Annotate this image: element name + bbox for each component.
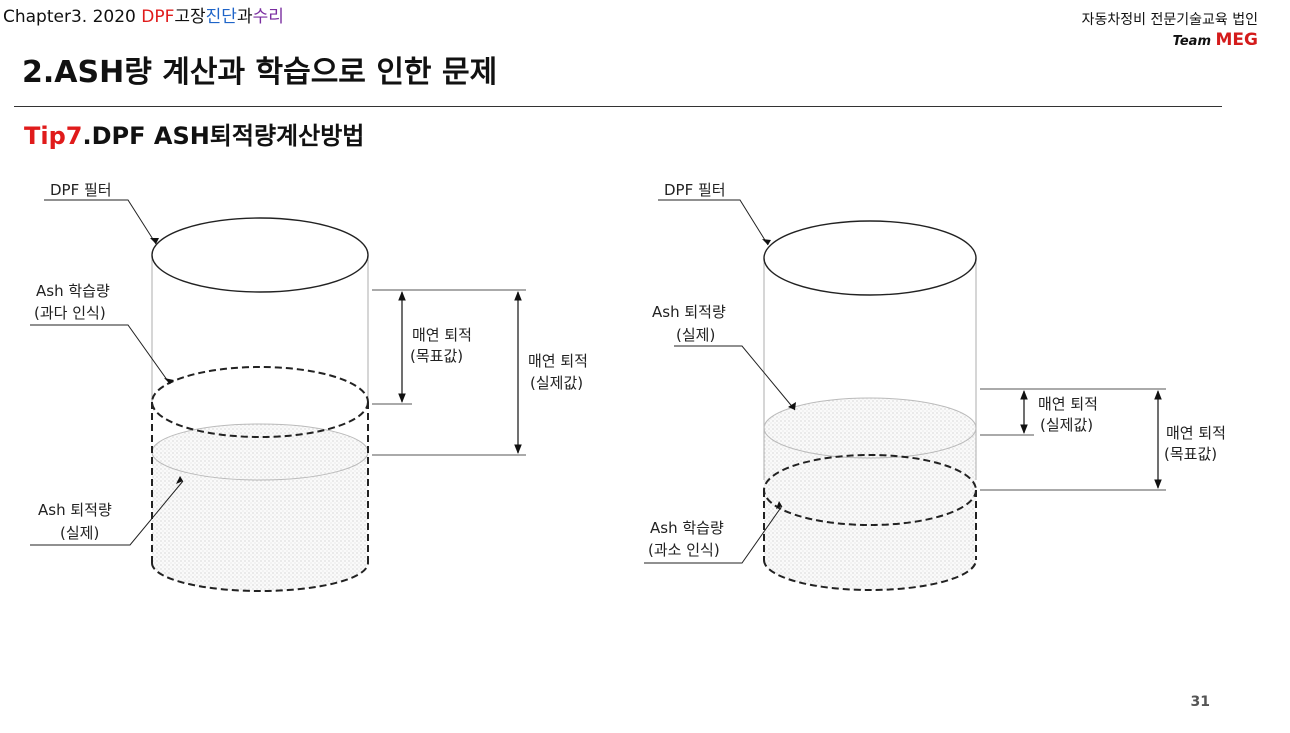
- left-actual-leader: [30, 480, 184, 546]
- team-name: MEG: [1215, 30, 1258, 50]
- left-diagram: DPF 필터 Ash 학습량 (과다 인식) Ash 퇴적량 (실제) 매연 퇴…: [30, 181, 588, 592]
- page-title: 2.ASH량 계산과 학습으로 인한 문제: [22, 55, 498, 90]
- right-filter-arrowhead: [762, 239, 771, 245]
- left-actual-label-2: (실제): [60, 524, 99, 542]
- left-learned-label-1: Ash 학습량: [36, 282, 110, 300]
- left-filter-leader: [44, 199, 157, 245]
- right-actual-label-2: (실제): [676, 326, 715, 344]
- right-diagram: DPF 필터 Ash 퇴적량 (실제) Ash 학습량 (과소 인식) 매연 퇴…: [644, 181, 1226, 591]
- left-filter-top: [151, 217, 369, 293]
- chapter-word-b: 진단: [205, 7, 237, 27]
- right-learned-arrowhead: [776, 501, 782, 509]
- right-target-label-1: 매연 퇴적: [1166, 424, 1226, 442]
- title-divider: [14, 106, 1222, 107]
- left-ash-fill: [152, 452, 368, 591]
- right-ash-surface: [763, 397, 977, 459]
- tip-label: Tip7: [24, 122, 83, 150]
- right-filter-top: [763, 220, 977, 296]
- left-ash-surface: [151, 423, 369, 481]
- right-dash-bottom: [763, 559, 977, 591]
- left-real-label-2: (실제값): [530, 374, 583, 392]
- left-target-label-2: (목표값): [410, 347, 463, 365]
- left-learned-label-2: (과다 인식): [34, 304, 106, 322]
- team-label: Team MEG: [1173, 30, 1258, 50]
- team-prefix: Team: [1172, 34, 1216, 49]
- left-target-label-1: 매연 퇴적: [412, 326, 472, 344]
- right-learned-label-1: Ash 학습량: [650, 519, 724, 537]
- chapter-word-a: 고장: [174, 7, 206, 27]
- left-real-label-1: 매연 퇴적: [528, 352, 588, 370]
- tip-heading: Tip7.DPF ASH퇴적량계산방법: [24, 116, 364, 151]
- right-filter-label: DPF 필터: [664, 181, 726, 199]
- right-filter-leader: [658, 199, 769, 246]
- page-number: 31: [1190, 694, 1210, 710]
- right-actual-arrowhead: [788, 402, 796, 410]
- right-learned-label-2: (과소 인식): [648, 541, 720, 559]
- left-filter-label: DPF 필터: [50, 181, 112, 199]
- right-learned-leader: [644, 505, 783, 564]
- right-real-label-2: (실제값): [1040, 416, 1093, 434]
- left-filter-arrowhead: [150, 238, 159, 244]
- right-real-label-1: 매연 퇴적: [1038, 395, 1098, 413]
- chapter-dpf: DPF: [141, 7, 175, 27]
- organization-name: 자동차정비 전문기술교육 법인: [1081, 12, 1258, 28]
- chapter-prefix: Chapter3. 2020: [3, 7, 142, 27]
- left-actual-label-1: Ash 퇴적량: [38, 501, 112, 519]
- left-learned-leader: [30, 324, 171, 385]
- right-actual-label-1: Ash 퇴적량: [652, 303, 726, 321]
- chapter-heading: Chapter3. 2020 DPF고장진단과수리: [3, 2, 284, 27]
- left-actual-arrowhead: [176, 476, 183, 484]
- chapter-word-c: 과: [236, 7, 253, 27]
- right-target-label-2: (목표값): [1164, 445, 1217, 463]
- left-dash-bottom: [151, 562, 369, 592]
- left-learned-arrowhead: [164, 378, 174, 384]
- chapter-word-d: 수리: [252, 7, 284, 27]
- right-actual-leader: [674, 345, 796, 411]
- right-ash-fill: [764, 428, 976, 590]
- tip-text: .DPF ASH퇴적량계산방법: [82, 122, 365, 150]
